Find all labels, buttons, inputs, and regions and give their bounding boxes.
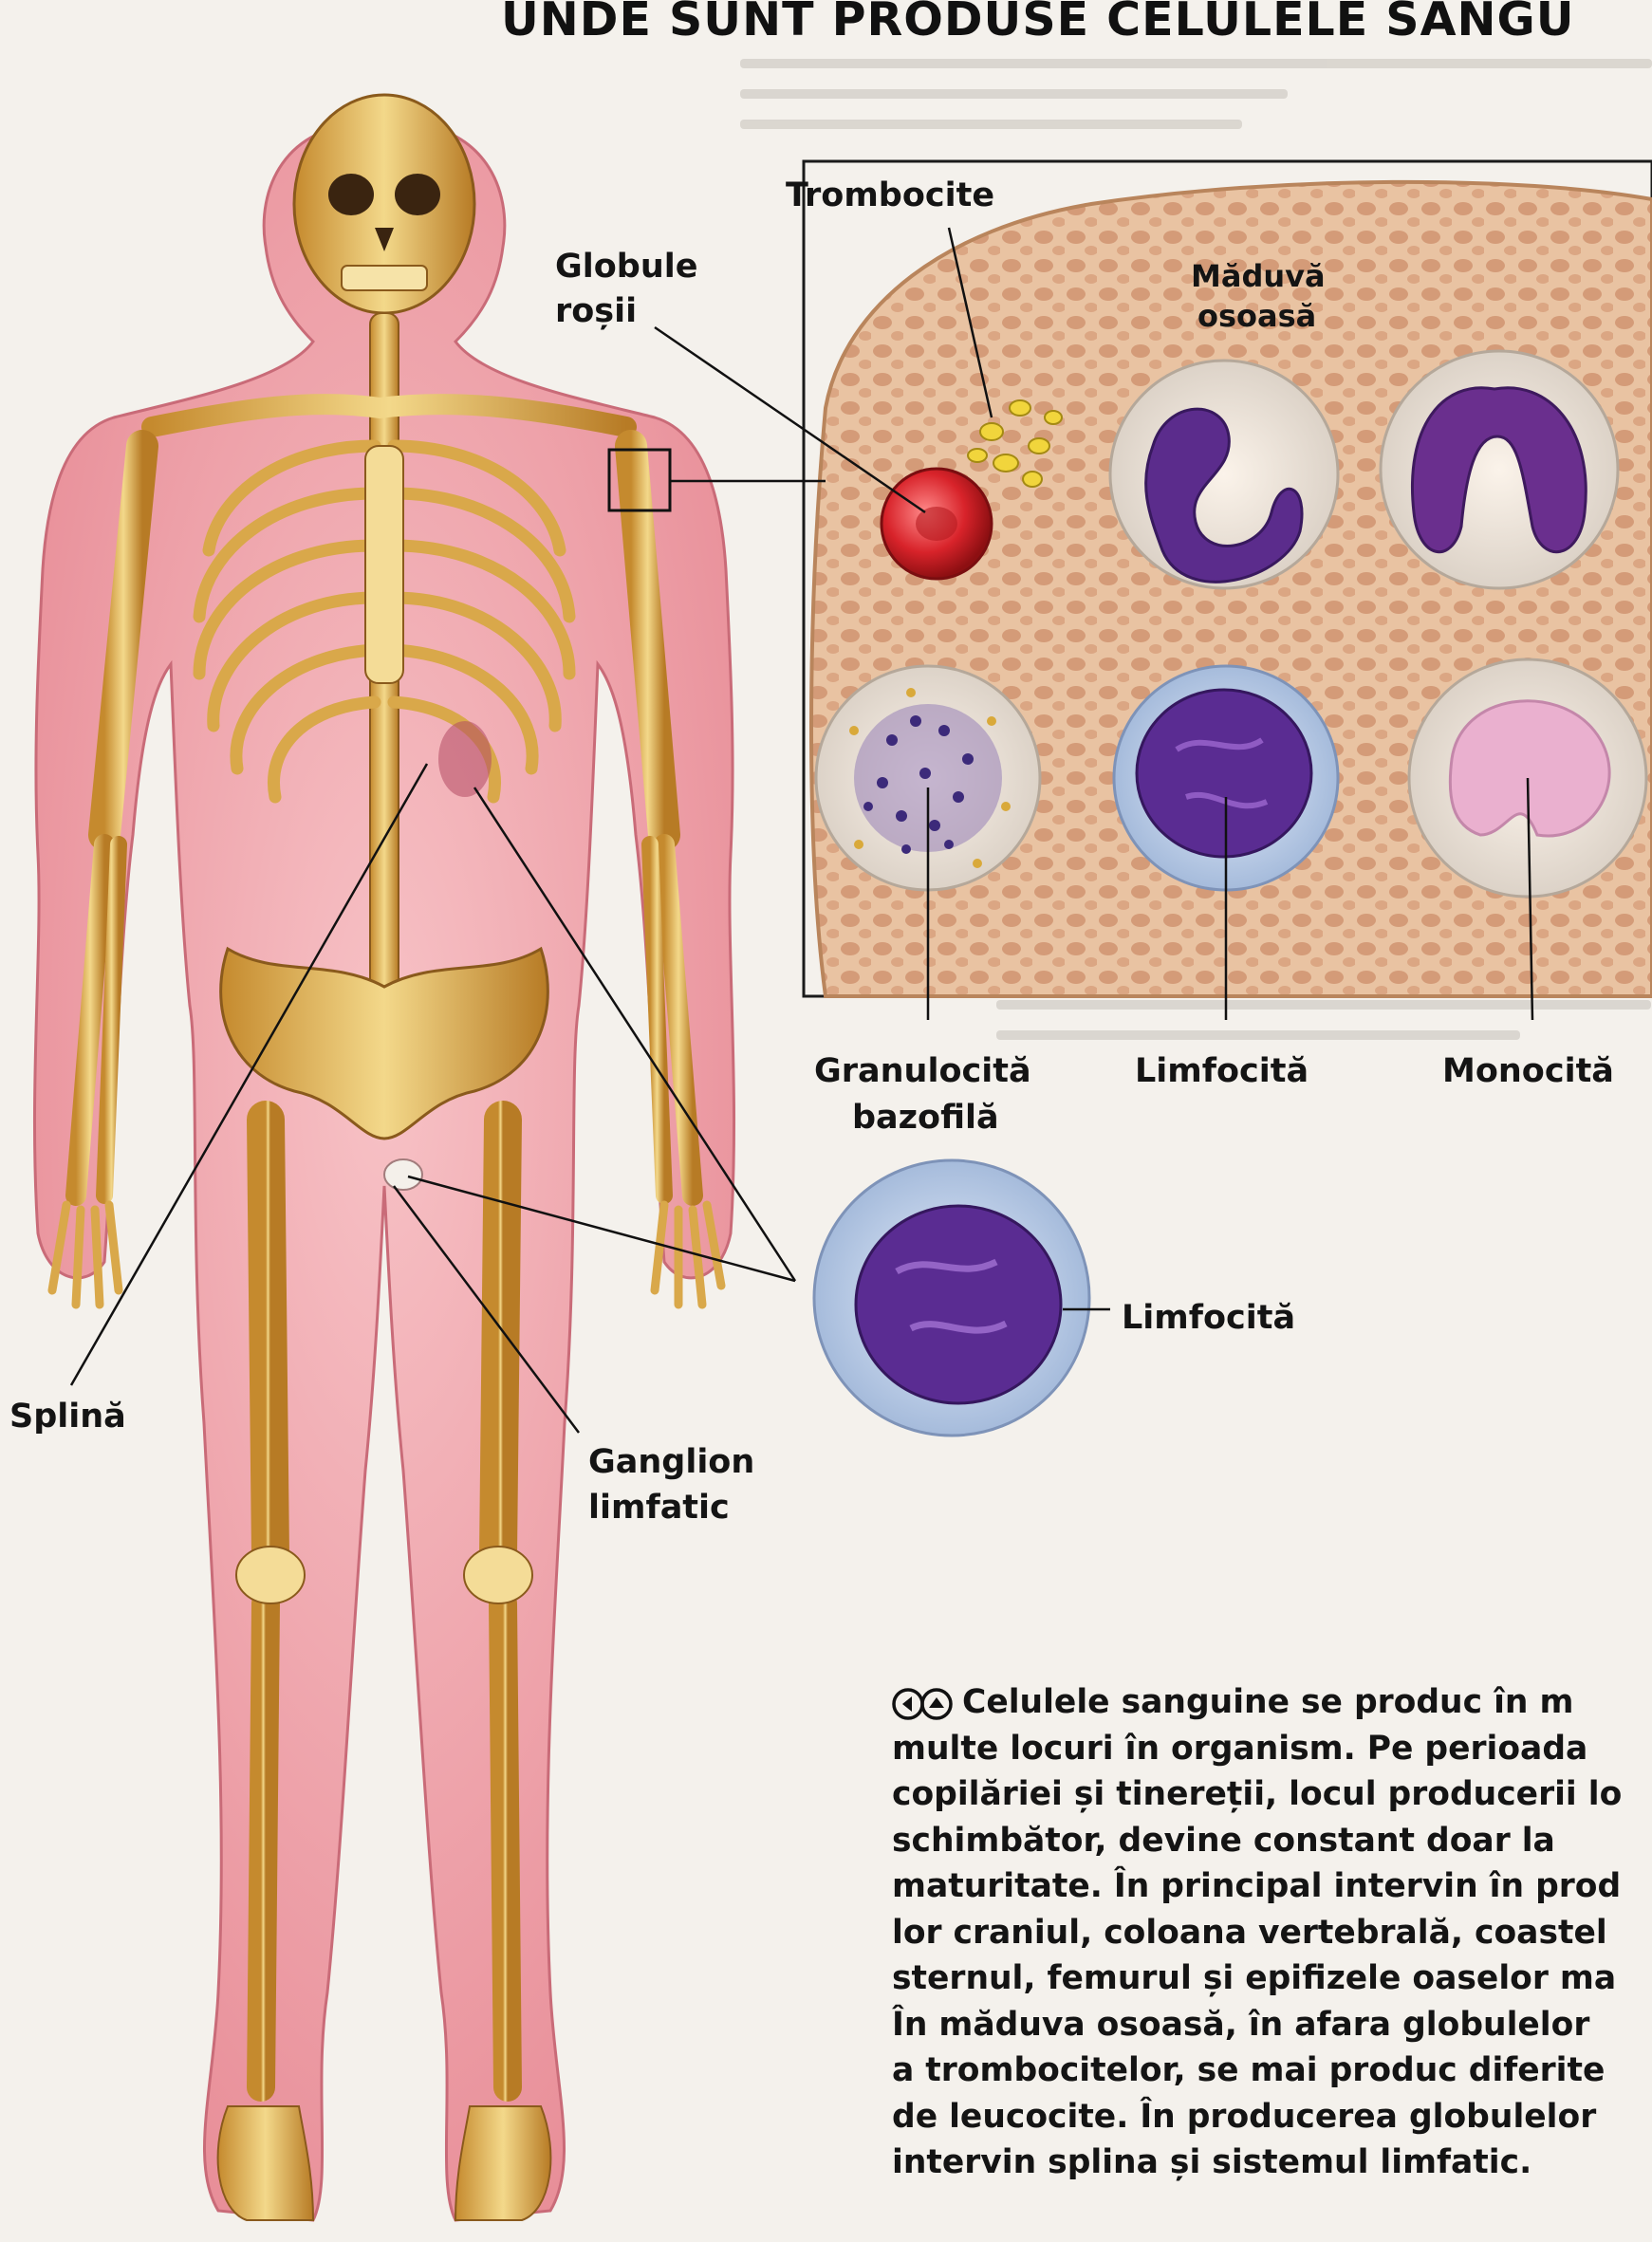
spleen — [438, 721, 492, 797]
label-limfocita-node: Limfocită — [1122, 1296, 1295, 1340]
caption-line-3: copilăriei și tinereții, locul produceri… — [892, 1771, 1652, 1818]
caption-line-9: a trombocitelor, se mai produc diferite — [892, 2047, 1652, 2094]
circle-arrow-up-icon — [920, 1688, 953, 1720]
bone-marrow-inset — [655, 161, 1652, 1020]
neutrophil-cell — [1110, 361, 1338, 588]
band-cell — [1381, 351, 1618, 588]
label-granulocita-line2: bazofilă — [852, 1096, 999, 1140]
circle-arrow-left-icon — [892, 1688, 924, 1720]
caption-line-2: multe locuri în organism. Pe perioada — [892, 1726, 1652, 1772]
page-title: UNDE SUNT PRODUSE CELULELE SANGU — [501, 0, 1652, 55]
lymph-node — [384, 1159, 422, 1190]
caption-line-5: maturitate. În principal intervin în pro… — [892, 1863, 1652, 1910]
lymph-node-lymphocyte — [814, 1160, 1110, 1436]
label-maduva-line2: osoasă — [1197, 296, 1316, 336]
label-globule-rosii-line2: roșii — [555, 289, 637, 333]
human-body-figure — [34, 95, 733, 2220]
caption-line-11: intervin splina și sistemul limfatic. — [892, 2140, 1652, 2186]
label-globule-rosii-line1: Globule — [555, 245, 697, 288]
label-maduva-line1: Măduvă — [1191, 256, 1326, 296]
caption-line-4: schimbător, devine constant doar la — [892, 1818, 1652, 1864]
label-trombocite: Trombocite — [786, 174, 994, 217]
label-limfocita-inset: Limfocită — [1135, 1049, 1309, 1093]
label-monocita: Monocită — [1442, 1049, 1614, 1093]
caption-line-1: Celulele sanguine se produc în m — [892, 1679, 1652, 1726]
caption-text: Celulele sanguine se produc în m multe l… — [892, 1679, 1652, 2186]
label-ganglion-line2: limfatic — [588, 1486, 730, 1529]
caption-line-6: lor craniul, coloana vertebrală, coastel — [892, 1910, 1652, 1956]
caption-line-7: sternul, femurul și epifizele oaselor ma — [892, 1955, 1652, 2002]
label-ganglion-line1: Ganglion — [588, 1440, 754, 1484]
caption-line-8: În măduva osoasă, în afara globulelor — [892, 2002, 1652, 2048]
label-splina: Splină — [9, 1395, 126, 1438]
label-granulocita-line1: Granulocită — [814, 1049, 1031, 1093]
caption-line-10: de leucocite. În producerea globulelor — [892, 2094, 1652, 2140]
caption-line-1-text: Celulele sanguine se produc în m — [962, 1683, 1573, 1721]
